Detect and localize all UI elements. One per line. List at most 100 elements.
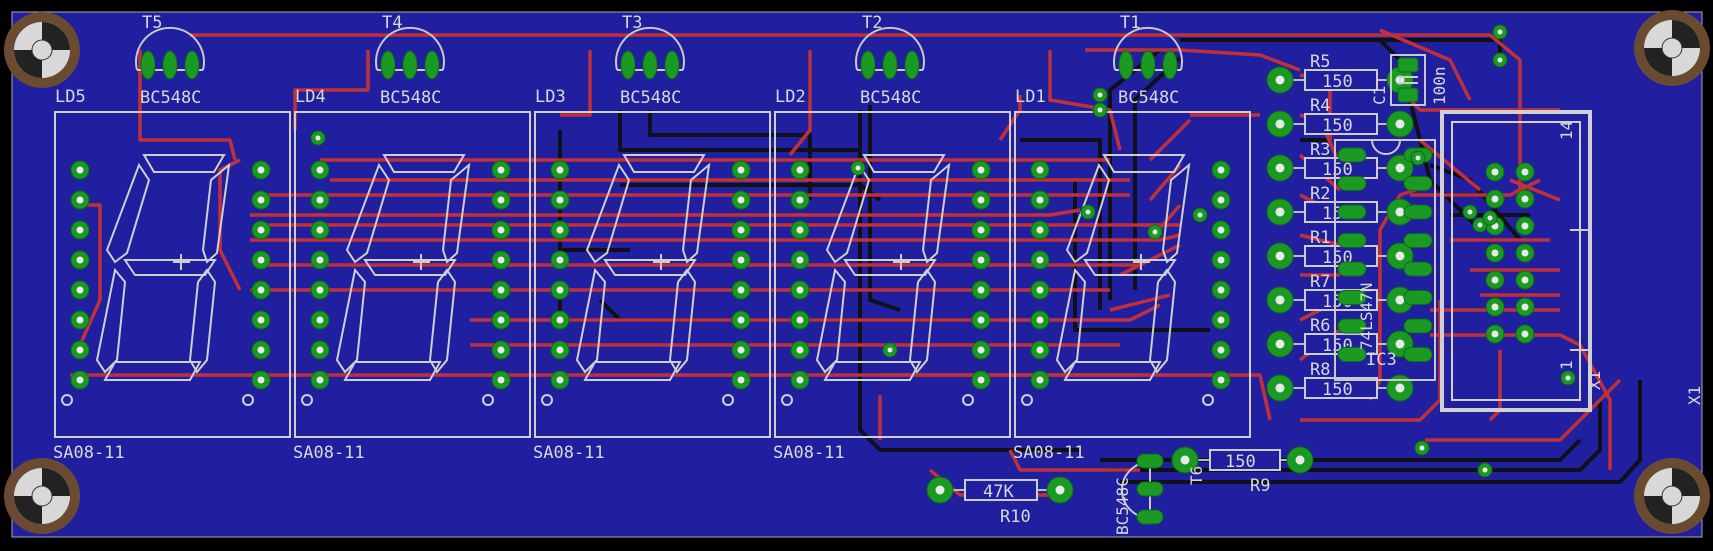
segment-2	[103, 361, 202, 381]
x1-pin-right	[1515, 162, 1535, 182]
display-ref-label: LD1	[1015, 87, 1046, 107]
ic3-pin-left	[1337, 347, 1367, 362]
x1-pin-left	[1485, 189, 1505, 209]
t6-value-label: BC548C	[1113, 477, 1132, 535]
display-pin-right	[1211, 280, 1231, 300]
segment-3	[1065, 162, 1111, 264]
dp-left	[61, 394, 73, 406]
transistor-pad-3	[664, 50, 680, 80]
display-pin-right	[731, 370, 751, 390]
display-outline	[1014, 111, 1251, 438]
display-pin-left	[310, 280, 330, 300]
display-pin-left	[790, 280, 810, 300]
transistor-value-label: BC548C	[1118, 88, 1179, 108]
resistor-ref-label: R8	[1310, 360, 1330, 380]
ic3-pin-right	[1403, 318, 1433, 334]
r9-value-label: 150	[1225, 452, 1256, 472]
display-pin-right	[491, 310, 511, 330]
display-pin-left	[550, 250, 570, 270]
c1-capacitor: C1 100n	[1370, 54, 1449, 106]
display-pin-left	[550, 190, 570, 210]
x1-pin-left	[1485, 297, 1505, 317]
ic3-pin-left	[1337, 290, 1367, 305]
transistor-pad-1	[1118, 50, 1134, 80]
transistor-pad-2	[1140, 50, 1156, 80]
display-pin-left	[70, 220, 90, 240]
transistor-value-label: BC548C	[140, 88, 201, 108]
transistor-outline	[615, 26, 685, 71]
display-pin-left	[1030, 160, 1050, 180]
display-pin-right	[731, 190, 751, 210]
transistor-outline	[1113, 26, 1183, 71]
transistor-value-label: BC548C	[860, 88, 921, 108]
display-pin-left	[790, 250, 810, 270]
x1-pin-left	[1485, 324, 1505, 344]
seven-segment-displays: LD5SA08-11LD4SA08-11LD3SA08-11LD2SA08-11…	[53, 87, 1251, 463]
c1-outline	[1390, 54, 1426, 106]
transistor-outline	[855, 26, 925, 71]
segment-2	[823, 361, 922, 381]
transistor-pad-2	[402, 50, 418, 80]
transistor-pad-1	[140, 50, 156, 80]
x1-pin-left	[1485, 270, 1505, 290]
transistor-pad-3	[904, 50, 920, 80]
transistor-pad-1	[620, 50, 636, 80]
segment-1	[603, 259, 697, 276]
display-pin-left	[70, 160, 90, 180]
segment-2	[343, 361, 442, 381]
resistor-value-label: 150	[1322, 116, 1353, 136]
display-pin-right	[1211, 370, 1231, 390]
display-pin-left	[310, 220, 330, 240]
mounting-hole-tr	[1634, 10, 1710, 86]
display-pin-right	[251, 250, 271, 270]
r9-resistor: 150 R9	[1171, 446, 1314, 496]
display-part-label: SA08-11	[53, 443, 125, 463]
display-pin-left	[70, 190, 90, 210]
segment-4	[441, 162, 471, 264]
ic3-pin-left	[1337, 147, 1367, 163]
ic3-pin-right	[1403, 176, 1433, 191]
segment-6	[908, 268, 937, 374]
ic3-value-label: 74LS47N	[1357, 283, 1376, 350]
display-pin-right	[971, 190, 991, 210]
display-pin-left	[70, 250, 90, 270]
display-pin-left	[550, 280, 570, 300]
t6-ref-label: T6	[1187, 466, 1206, 485]
segment-0	[382, 154, 466, 173]
resistor-body	[1304, 69, 1378, 91]
display-pin-right	[251, 280, 271, 300]
display-pin-right	[491, 190, 511, 210]
display-pin-right	[731, 280, 751, 300]
x1-pin-right	[1515, 216, 1535, 236]
transistor-value-label: BC548C	[380, 88, 441, 108]
ic3-pin-right	[1403, 204, 1433, 220]
segment-1	[1083, 259, 1177, 276]
display-pin-right	[251, 340, 271, 360]
x1-pin14-label: 14	[1557, 121, 1576, 140]
display-ref-label: LD4	[295, 87, 326, 107]
display-pin-left	[790, 220, 810, 240]
x1-outline	[1440, 110, 1592, 412]
resistor-body	[1304, 113, 1378, 135]
display-pin-left	[310, 370, 330, 390]
display-part-label: SA08-11	[1013, 443, 1085, 463]
segment-1	[363, 259, 457, 276]
resistor-ref-label: R6	[1310, 316, 1330, 336]
x1-connector: 14 1 X1 X1	[1440, 110, 1704, 412]
display-pin-right	[1211, 340, 1231, 360]
display-pin-left	[1030, 310, 1050, 330]
display-pin-left	[1030, 250, 1050, 270]
x1-pin-left	[1485, 243, 1505, 263]
display-pin-left	[550, 310, 570, 330]
display-pin-left	[1030, 190, 1050, 210]
display-pin-left	[310, 160, 330, 180]
ic3-pin-right	[1403, 347, 1433, 362]
segment-6	[668, 268, 697, 374]
display-pin-left	[310, 340, 330, 360]
resistor-body	[1304, 377, 1378, 399]
